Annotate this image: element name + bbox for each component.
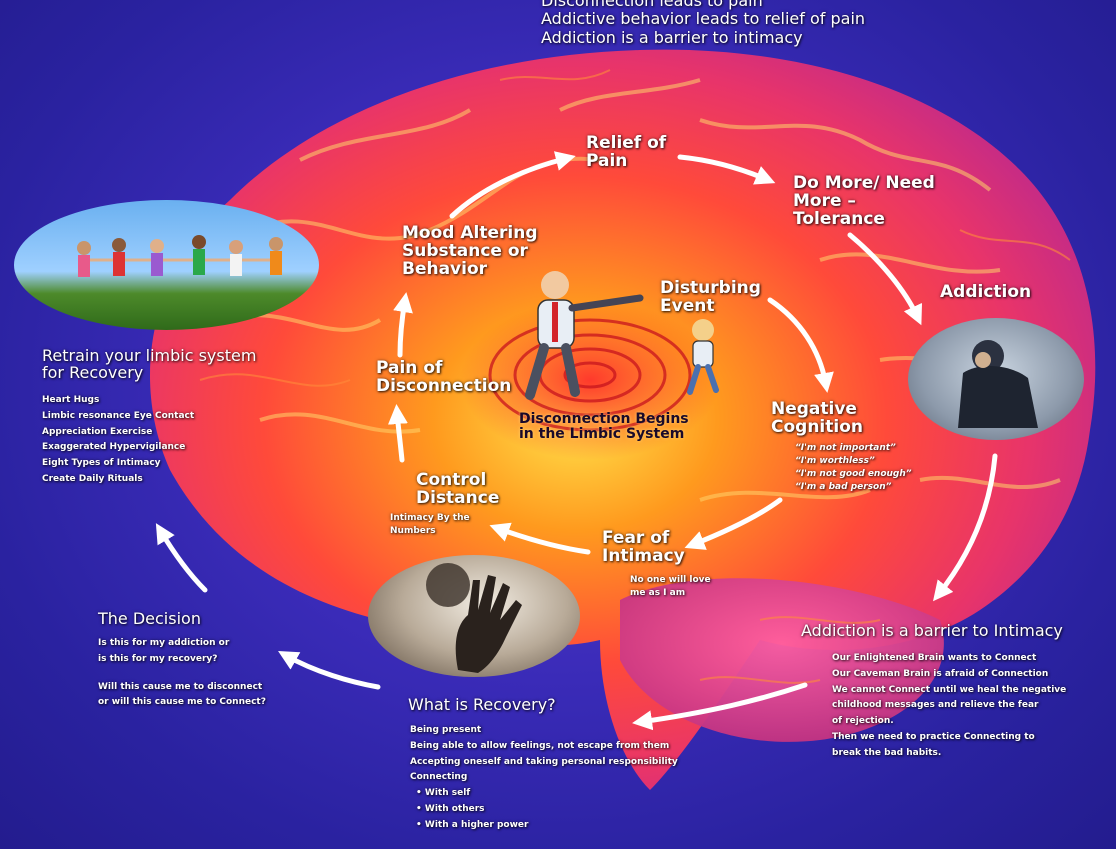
- hand-silhouette-photo: [368, 555, 580, 677]
- list-item: Connecting: [410, 770, 678, 786]
- list-item: Appreciation Exercise: [42, 425, 194, 441]
- hooded-man-photo: [908, 318, 1084, 440]
- list-item: Being able to allow feelings, not escape…: [410, 739, 678, 755]
- children-photo: [14, 200, 319, 330]
- list-item: Being present: [410, 723, 678, 739]
- list-item: Limbic resonance Eye Contact: [42, 409, 194, 425]
- addiction-label: Addiction: [940, 284, 1031, 302]
- barrier-title: Addiction is a barrier to Intimacy: [801, 623, 1063, 640]
- top-line: Addiction is a barrier to intimacy: [541, 29, 865, 47]
- retrain-list: Heart Hugs Limbic resonance Eye Contact …: [42, 393, 194, 488]
- negative-cognition-quotes: “I'm not important”“I'm worthless”“I'm n…: [795, 442, 912, 494]
- recovery-title: What is Recovery?: [408, 697, 556, 714]
- decision-title: The Decision: [98, 611, 201, 628]
- list-item: Heart Hugs: [42, 393, 194, 409]
- list-item: Exaggerated Hypervigilance: [42, 440, 194, 456]
- list-item: Create Daily Rituals: [42, 472, 194, 488]
- list-item: • With a higher power: [410, 818, 678, 834]
- list-item: Accepting oneself and taking personal re…: [410, 755, 678, 771]
- list-item: • With self: [410, 786, 678, 802]
- recovery-list: Being present Being able to allow feelin…: [410, 723, 678, 833]
- list-item: Eight Types of Intimacy: [42, 456, 194, 472]
- list-item: • With others: [410, 802, 678, 818]
- top-statements: Disconnection leads to pain Addictive be…: [541, 0, 865, 47]
- top-line: Addictive behavior leads to relief of pa…: [541, 10, 865, 28]
